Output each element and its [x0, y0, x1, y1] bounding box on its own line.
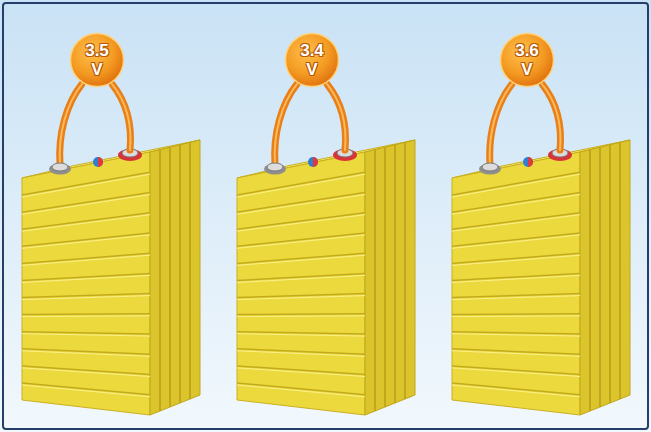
voltage-badge: 3.4 V — [284, 32, 340, 88]
badge-content: 3.5 V — [69, 32, 125, 88]
voltage-badge: 3.6 V — [499, 32, 555, 88]
badge-content: 3.6 V — [499, 32, 555, 88]
badge-content: 3.4 V — [284, 32, 340, 88]
voltage-value: 3.5 V — [80, 41, 114, 79]
voltage-badge: 3.5 V — [69, 32, 125, 88]
voltage-value: 3.4 V — [295, 41, 329, 79]
voltage-value: 3.6 V — [510, 41, 544, 79]
